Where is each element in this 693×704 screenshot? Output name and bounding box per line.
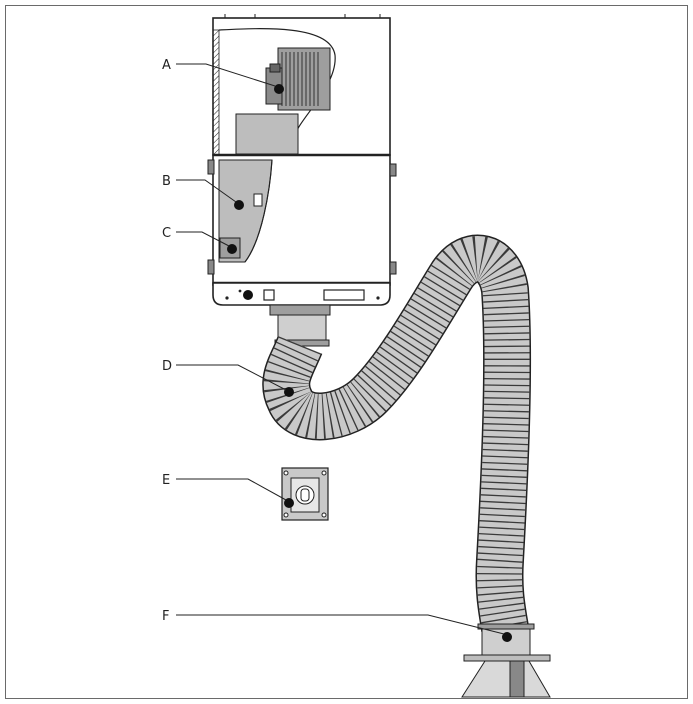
leader-d <box>176 364 287 391</box>
callout-leaders <box>176 63 505 635</box>
hose-joint-icon <box>284 387 294 397</box>
pre-filter-icon <box>227 244 237 254</box>
outlet-flange <box>269 304 331 347</box>
callout-a-label: A <box>162 58 171 73</box>
leader-c <box>176 231 230 247</box>
hood-handle-icon <box>502 632 512 642</box>
flexible-hose <box>262 234 532 632</box>
leader-f <box>176 614 505 635</box>
leader-e <box>176 478 287 501</box>
callout-d-label: D <box>162 359 172 374</box>
leader-b <box>176 179 237 203</box>
callout-c-label: C <box>162 226 171 241</box>
filter-housing <box>207 153 397 286</box>
callout-b-label: B <box>162 174 171 189</box>
switch-box-icon <box>281 467 329 521</box>
base-housing <box>212 282 391 306</box>
leader-a <box>176 63 276 87</box>
callout-f-label: F <box>162 609 169 624</box>
motor-icon <box>235 47 331 155</box>
extraction-hood <box>461 623 551 698</box>
filter-cartridge-icon <box>234 200 244 210</box>
callout-e-label: E <box>162 473 170 488</box>
